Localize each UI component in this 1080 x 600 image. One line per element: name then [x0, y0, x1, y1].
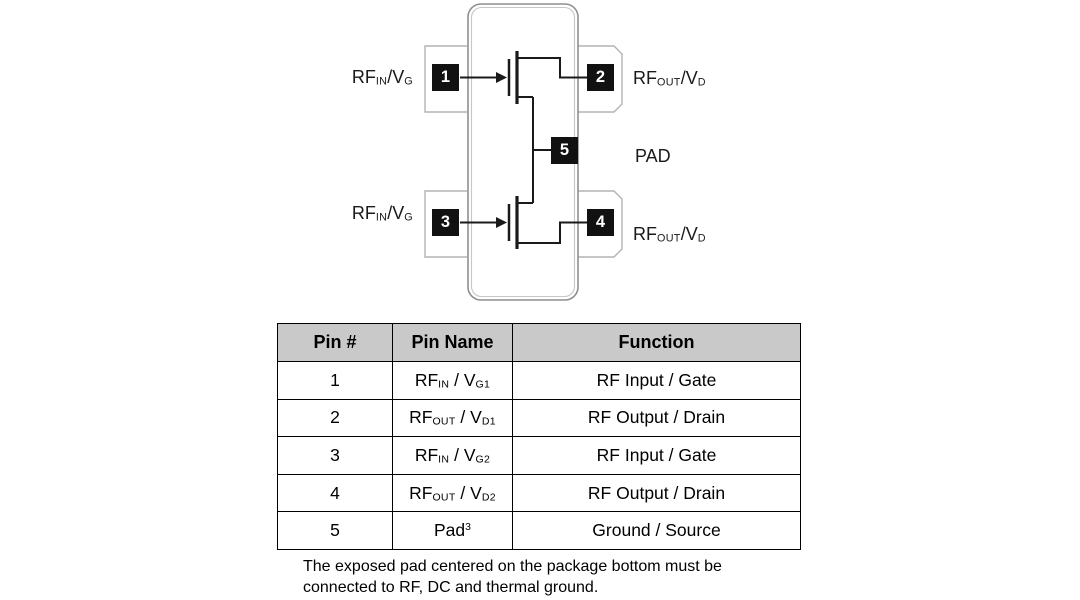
table-row: 4 RFOUT / VD2 RF Output / Drain: [277, 473, 801, 513]
pin-name-cell: RFIN / VG2: [392, 436, 513, 475]
pin-number-cell: 5: [277, 511, 393, 550]
source-bus-line: [532, 97, 551, 203]
package-diagram: [424, 3, 623, 301]
footnote-line-1: The exposed pad centered on the package …: [303, 558, 722, 575]
table-row: 2 RFOUT / VD1 RF Output / Drain: [277, 398, 801, 438]
pin-function-cell: RF Input / Gate: [512, 361, 801, 400]
pin-function-cell: RF Input / Gate: [512, 436, 801, 475]
pin-5-marker: 5: [551, 137, 578, 164]
footnote: The exposed pad centered on the package …: [303, 556, 722, 598]
pin-2-marker: 2: [587, 64, 614, 91]
fet-symbol-bottom: [460, 196, 588, 249]
pin-2-label: RFOUT/VD: [633, 68, 706, 89]
pin-number-cell: 2: [277, 398, 393, 438]
pin-1-label: RFIN/VG: [351, 67, 413, 88]
gate-arrow-head: [496, 217, 507, 228]
footnote-line-2: connected to RF, DC and thermal ground.: [303, 579, 599, 596]
pin-function-cell: RF Output / Drain: [512, 473, 801, 513]
pin-1-marker: 1: [432, 64, 459, 91]
pin-name-cell: RFOUT / VD2: [392, 473, 513, 513]
pin-function-cell: Ground / Source: [512, 511, 801, 550]
pin-3-marker: 3: [432, 209, 459, 236]
pin-function-table: Pin # Pin Name Function 1 RFIN / VG1 RF …: [277, 323, 801, 550]
col-header-pin-name: Pin Name: [392, 323, 513, 362]
col-header-pin-number: Pin #: [277, 323, 393, 362]
drain-line: [517, 57, 588, 79]
pin-function-cell: RF Output / Drain: [512, 398, 801, 438]
gate-arrow-head: [496, 72, 507, 83]
table-header-row: Pin # Pin Name Function: [277, 323, 801, 362]
pin-4-label: RFOUT/VD: [633, 224, 706, 245]
table-row: 5 Pad3 Ground / Source: [277, 511, 801, 550]
fet-symbol-top: [460, 51, 588, 104]
pin-name-cell: RFIN / VG1: [392, 361, 513, 400]
pin-3-label: RFIN/VG: [351, 203, 413, 224]
pin-4-marker: 4: [587, 209, 614, 236]
table-row: 3 RFIN / VG2 RF Input / Gate: [277, 436, 801, 475]
pin-name-cell: Pad3: [392, 511, 513, 550]
pin-name-cell: RFOUT / VD1: [392, 398, 513, 438]
pad-label: PAD: [635, 146, 671, 166]
col-header-function: Function: [512, 323, 801, 362]
pin-number-cell: 4: [277, 473, 393, 513]
pin-number-cell: 3: [277, 436, 393, 475]
table-row: 1 RFIN / VG1 RF Input / Gate: [277, 361, 801, 400]
drain-line: [517, 221, 588, 244]
pin-number-cell: 1: [277, 361, 393, 400]
